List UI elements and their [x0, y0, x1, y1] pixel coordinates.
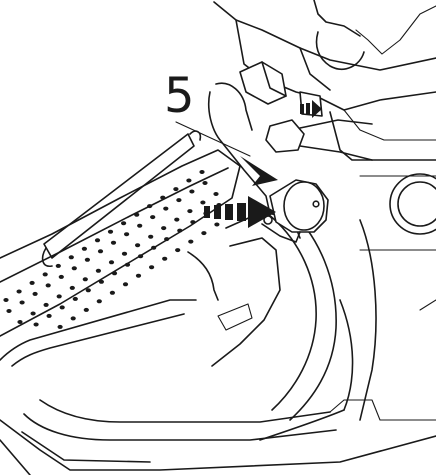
callout-5: 5	[164, 68, 251, 157]
grip-hole	[96, 299, 102, 304]
grip-hole	[83, 307, 89, 312]
grip-hole	[71, 266, 77, 271]
grip-hole	[160, 195, 166, 200]
grip-hole	[177, 228, 183, 233]
grip-hole	[17, 320, 23, 324]
grip-hole	[135, 273, 142, 278]
grip-hole	[151, 245, 157, 250]
grip-hole	[187, 209, 193, 214]
grip-hole	[58, 274, 64, 279]
callout-number: 5	[164, 68, 195, 124]
grip-hole	[175, 248, 181, 253]
grip-hole	[81, 246, 87, 251]
grip-hole	[202, 181, 208, 185]
grip-hole	[150, 215, 156, 220]
grip-hole	[161, 226, 167, 231]
grip-hole	[189, 189, 195, 194]
grip-hole	[110, 240, 117, 245]
grip-hole	[29, 280, 35, 285]
trigger-guard	[187, 82, 301, 367]
grip-hole	[82, 277, 88, 282]
grip-hole	[68, 255, 74, 260]
grip-hole	[19, 300, 25, 305]
grip-hole	[85, 288, 91, 293]
pointer-arrow	[240, 156, 278, 186]
grip-hole	[122, 282, 129, 287]
upper-housing	[213, 0, 436, 161]
side-boss	[359, 173, 436, 251]
grip-hole	[56, 294, 62, 299]
small-arrow	[300, 100, 322, 118]
handle-grip	[0, 130, 241, 337]
grip-hole	[108, 260, 115, 265]
lower-frame	[0, 219, 436, 475]
grip-hole	[70, 316, 76, 321]
grip-hole	[164, 237, 170, 242]
grip-hole	[214, 222, 220, 227]
grip-hole	[124, 262, 131, 267]
grip-hole	[43, 302, 49, 307]
grip-hole	[45, 283, 51, 288]
grip-hole	[16, 289, 22, 294]
grip-hole	[107, 229, 114, 234]
grip-hole	[98, 279, 104, 284]
grip-hole	[176, 198, 182, 203]
grip-hole	[186, 178, 192, 183]
grip-hole	[30, 311, 36, 316]
grip-hole	[95, 268, 101, 273]
grip-hole	[97, 249, 104, 254]
grip-perforation	[3, 170, 233, 329]
grip-hole	[199, 170, 205, 174]
grip-hole	[57, 324, 63, 329]
grip-hole	[3, 298, 9, 302]
grip-hole	[32, 291, 38, 296]
grip-hole	[188, 239, 194, 244]
grip-hole	[190, 220, 196, 225]
grip-hole	[84, 257, 90, 262]
grip-hole	[149, 265, 155, 270]
grip-hole	[111, 271, 118, 276]
grip-hole	[42, 272, 48, 277]
grip-hole	[137, 223, 143, 228]
grip-hole	[109, 290, 115, 295]
grip-hole	[124, 232, 130, 237]
grip-hole	[174, 217, 180, 222]
latch-lever	[239, 61, 373, 161]
push-arrow	[204, 196, 276, 228]
grip-hole	[69, 285, 75, 290]
grip-hole	[33, 322, 39, 327]
grip-hole	[121, 221, 127, 226]
grip-hole	[147, 204, 153, 209]
grip-hole	[200, 200, 206, 205]
grip-hole	[148, 234, 154, 239]
grip-hole	[201, 231, 207, 236]
grip-hole	[134, 212, 140, 217]
grip-hole	[55, 263, 61, 268]
grip-hole	[59, 305, 65, 310]
grip-hole	[138, 254, 144, 259]
grip-hole	[163, 206, 169, 211]
grip-hole	[135, 243, 141, 248]
grip-hole	[162, 256, 168, 261]
grip-hole	[46, 313, 52, 318]
grip-hole	[213, 192, 219, 196]
grip-hole	[72, 296, 78, 301]
motor-housing	[267, 205, 436, 421]
press-arrows	[204, 100, 322, 228]
grip-hole	[121, 251, 128, 256]
grip-hole	[94, 238, 101, 243]
grip-hole	[6, 309, 12, 313]
grip-hole	[173, 187, 179, 192]
